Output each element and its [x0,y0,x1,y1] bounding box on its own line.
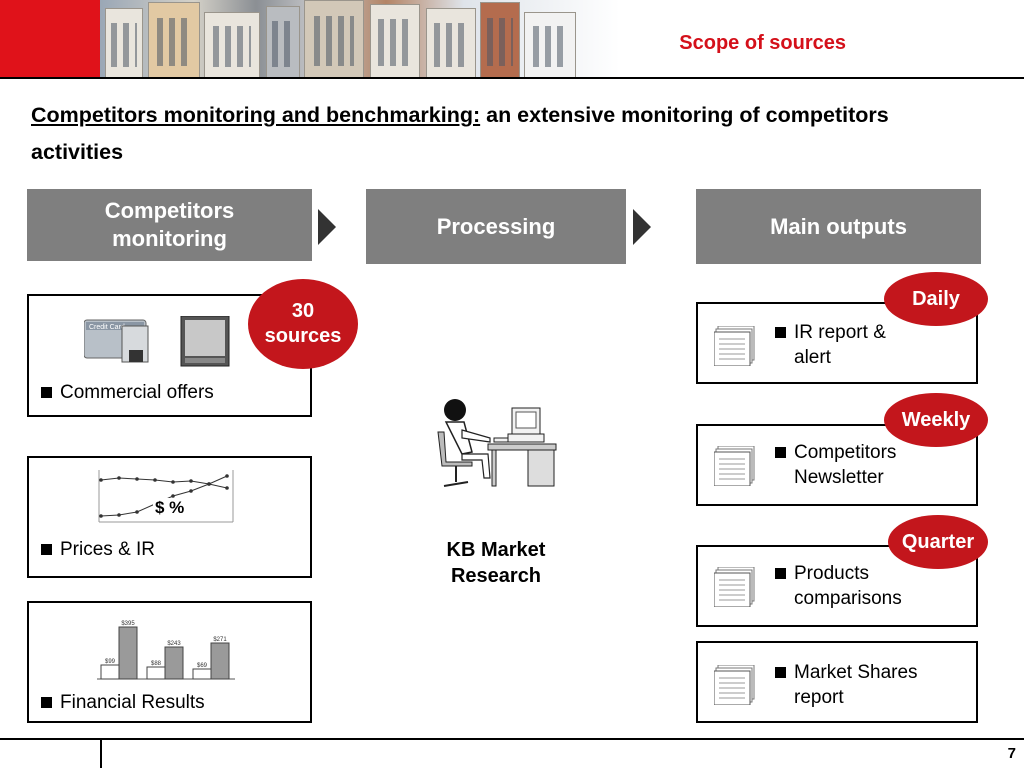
sources-label: sources [264,325,342,347]
bullet-item: Commercial offers [41,380,214,405]
header-divider [0,77,1024,79]
output-box-market-shares: Market Shares report [696,641,978,723]
output-label-line1: Products [794,563,869,584]
output-label-line1: Competitors [794,442,897,463]
input-label-commercial-offers: Commercial offers [60,382,214,403]
output-label-line1: Market Shares [794,662,918,683]
bullet-square-icon [775,568,786,579]
footer-divider [0,738,1024,740]
bullet-square-icon [41,697,52,708]
output-label-products: Products comparisons [794,561,902,611]
output-label-ir-report: IR report & alert [794,320,886,370]
output-label-market-shares: Market Shares report [794,660,918,710]
output-label-line2: report [794,687,844,708]
document-stack-icon [714,665,755,705]
credit-card-and-monitor-icon: Credit Card [84,316,230,367]
output-label-line2: Newsletter [794,467,884,488]
bullet-square-icon [775,327,786,338]
headline-rest: an extensive monitoring of competitors a… [31,103,889,164]
header-buildings-photo [100,0,620,78]
bullet-square-icon [41,544,52,555]
slide-headline: Competitors monitoring and benchmarking:… [31,97,951,171]
document-stack-icon [714,326,755,366]
output-label-line1: IR report & [794,322,886,343]
input-label-prices-ir: Prices & IR [60,539,156,560]
line-chart-icon [98,470,234,523]
frequency-badge-weekly: Weekly [884,393,988,447]
person-at-computer-icon [437,399,557,487]
arrow-right-icon [318,209,336,245]
section-title: Scope of sources [679,32,846,54]
svg-text:Credit Card: Credit Card [89,324,125,331]
bullet-square-icon [775,447,786,458]
bar-label: $99 [105,659,116,665]
column-header-monitoring: Competitors monitoring [27,189,312,261]
arrow-right-icon [633,209,651,245]
frequency-badge-quarter: Quarter [888,515,988,569]
bar-label: $88 [151,661,162,667]
header-banner: Scope of sources [0,0,1024,79]
output-label-line2: alert [794,347,831,368]
headline-underlined: Competitors monitoring and benchmarking: [31,103,481,127]
input-box-financial-results: $99 $395 $88 $243 $69 $271 Financial Res… [27,601,312,723]
document-stack-icon [714,567,755,607]
column-header-outputs-label: Main outputs [770,213,907,239]
sources-count: 30 [291,300,315,322]
input-label-financial-results: Financial Results [60,692,205,713]
column-header-processing: Processing [366,189,626,264]
column-header-outputs: Main outputs [696,189,981,264]
column-header-processing-label: Processing [436,213,556,239]
bar-label: $271 [213,637,227,643]
column-header-monitoring-label: Competitors monitoring [104,198,235,251]
bar-label: $69 [197,663,208,669]
frequency-badge-daily: Daily [884,272,988,326]
bar-chart-icon: $99 $395 $88 $243 $69 $271 [97,621,235,680]
bullet-square-icon [775,667,786,678]
bar-label: $395 [121,621,135,627]
bullet-item: IR report & alert [775,320,886,370]
processor-label: KB Market Research [420,537,572,589]
page-number: 7 [1007,745,1016,762]
input-box-prices-ir: $ % Prices & IR [27,456,312,578]
footer-tick [100,738,102,768]
bullet-item: Financial Results [41,690,205,715]
bar-label: $243 [167,641,181,647]
bullet-item: Prices & IR [41,537,155,562]
bullet-item: Market Shares report [775,660,918,710]
sources-count-badge: 30 sources [248,279,358,369]
bullet-item: Products comparisons [775,561,902,611]
bullet-square-icon [41,387,52,398]
currency-percent-mark: $ % [153,498,187,518]
processor-label-line2: Research [450,565,542,587]
document-stack-icon [714,446,755,486]
header-red-block [0,0,100,78]
output-label-line2: comparisons [794,588,902,609]
processor-label-line1: KB Market [446,539,546,561]
